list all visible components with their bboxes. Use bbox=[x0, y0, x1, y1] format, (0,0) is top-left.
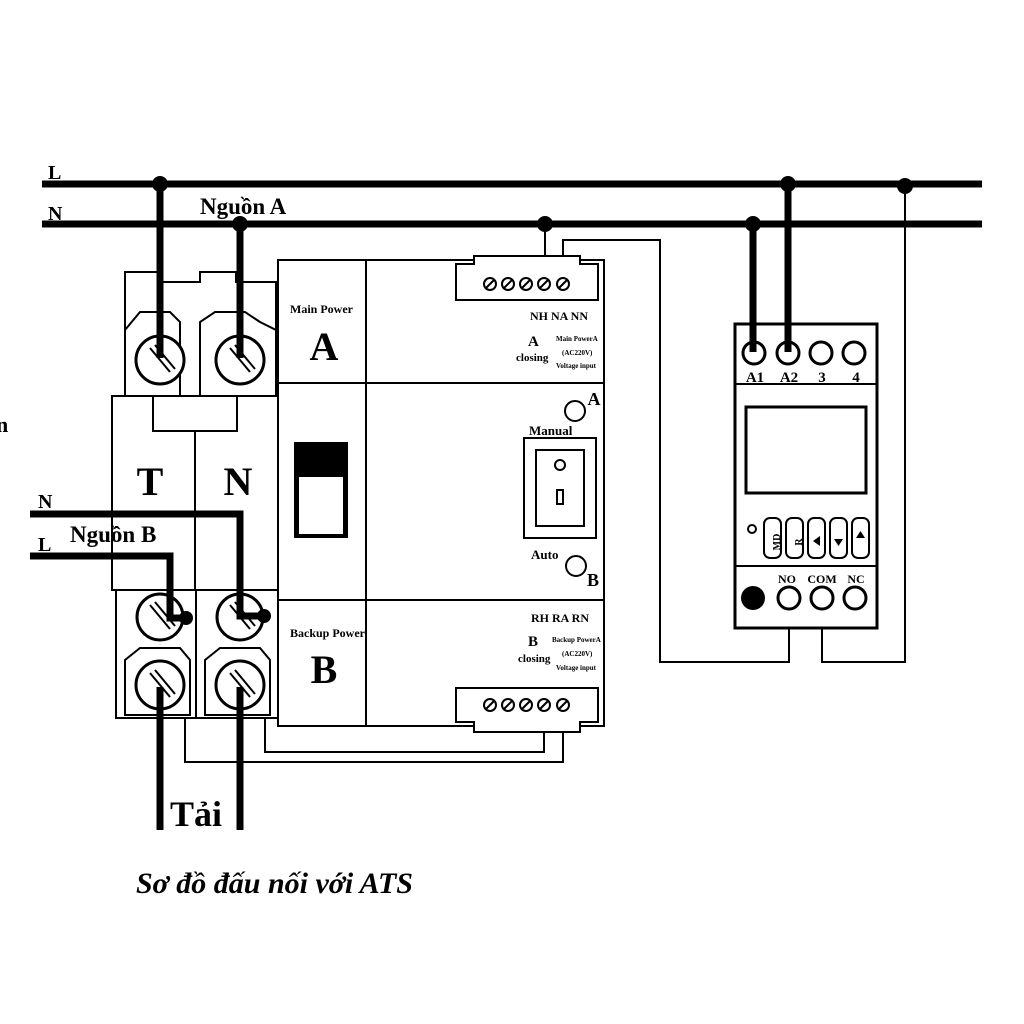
load-label: Tải bbox=[170, 794, 222, 834]
ats-labels: Main Power A Backup Power B NH NA NN A c… bbox=[290, 302, 601, 692]
backup-power-a-label: Backup PowerA bbox=[552, 636, 601, 644]
terminal-a2-label: A2 bbox=[780, 370, 798, 386]
ats-bottom-terminal-screws bbox=[483, 698, 570, 712]
auto-label: Auto bbox=[531, 547, 558, 562]
relay-controller: MD R A1 A2 3 4 NO COM NC bbox=[733, 322, 879, 630]
main-power-a-label: Main PowerA bbox=[556, 335, 598, 343]
bus-n-label: N bbox=[48, 203, 63, 225]
power-wires bbox=[30, 180, 982, 830]
relay-display bbox=[744, 405, 868, 495]
edge-char: n bbox=[0, 412, 8, 437]
md-button bbox=[763, 517, 782, 559]
mcb-b-screw-terminals bbox=[134, 592, 266, 711]
arrow-left-icon bbox=[813, 536, 820, 546]
r-button-label: R bbox=[794, 538, 805, 546]
terminal-4-icon bbox=[841, 340, 867, 366]
terminal-com-label: COM bbox=[807, 572, 836, 586]
main-power-label: Main Power bbox=[290, 302, 354, 316]
terminal-3-icon bbox=[808, 340, 834, 366]
source-b-n-label: N bbox=[38, 491, 53, 513]
down-button bbox=[829, 517, 848, 559]
ats-top-terminal-screws bbox=[483, 277, 570, 291]
manual-label: Manual bbox=[529, 423, 573, 438]
terminal-a1-label: A1 bbox=[746, 370, 764, 386]
r-button bbox=[785, 517, 804, 559]
ac220-a-label: (AC220V) bbox=[562, 349, 593, 357]
terminal-no-icon bbox=[776, 585, 802, 611]
terminal-4-label: 4 bbox=[852, 370, 860, 386]
source-b-label: Nguồn B bbox=[70, 522, 156, 547]
terminal-nc-label: NC bbox=[847, 572, 864, 586]
left-button bbox=[807, 517, 826, 559]
top-terminal-labels: NH NA NN bbox=[530, 309, 588, 323]
main-letter: A bbox=[310, 324, 339, 369]
bottom-terminal-labels: RH RA RN bbox=[531, 611, 589, 625]
backup-power-label: Backup Power bbox=[290, 626, 366, 640]
mcb-label-n: N bbox=[224, 459, 253, 504]
indicator-b-lamp-icon bbox=[565, 555, 587, 577]
a-closing-label: closing bbox=[516, 352, 549, 364]
terminal-com-icon bbox=[809, 585, 835, 611]
arrow-down-icon bbox=[834, 539, 843, 546]
source-b-l-label: L bbox=[38, 534, 51, 556]
md-button-label: MD bbox=[772, 534, 783, 551]
line-labels: L N Nguồn A N L Nguồn B Tải n bbox=[0, 162, 287, 834]
b-closing-letter: B bbox=[528, 634, 538, 650]
terminal-3-label: 3 bbox=[818, 370, 826, 386]
indicator-a-lamp-icon bbox=[564, 400, 586, 422]
arrow-up-icon bbox=[856, 531, 865, 538]
voltage-input-a-label: Voltage input bbox=[556, 362, 597, 370]
ac220-b-label: (AC220V) bbox=[562, 650, 593, 658]
bus-l-label: L bbox=[48, 162, 61, 184]
terminal-nc-icon bbox=[842, 585, 868, 611]
voltage-input-b-label: Voltage input bbox=[556, 664, 597, 672]
indicator-a-label: A bbox=[588, 389, 601, 409]
ats-unit bbox=[277, 255, 605, 733]
terminal-no-label: NO bbox=[778, 572, 796, 586]
status-dot-icon bbox=[741, 586, 765, 610]
mcb-label-t: T bbox=[137, 459, 164, 504]
backup-letter: B bbox=[311, 647, 338, 692]
source-a-label: Nguồn A bbox=[200, 194, 287, 219]
diagram-caption: Sơ đồ đấu nối với ATS bbox=[136, 867, 413, 900]
junction-dots bbox=[152, 176, 913, 625]
a-closing-letter: A bbox=[528, 334, 539, 350]
indicator-b-label: B bbox=[587, 570, 599, 590]
b-closing-label: closing bbox=[518, 653, 551, 665]
